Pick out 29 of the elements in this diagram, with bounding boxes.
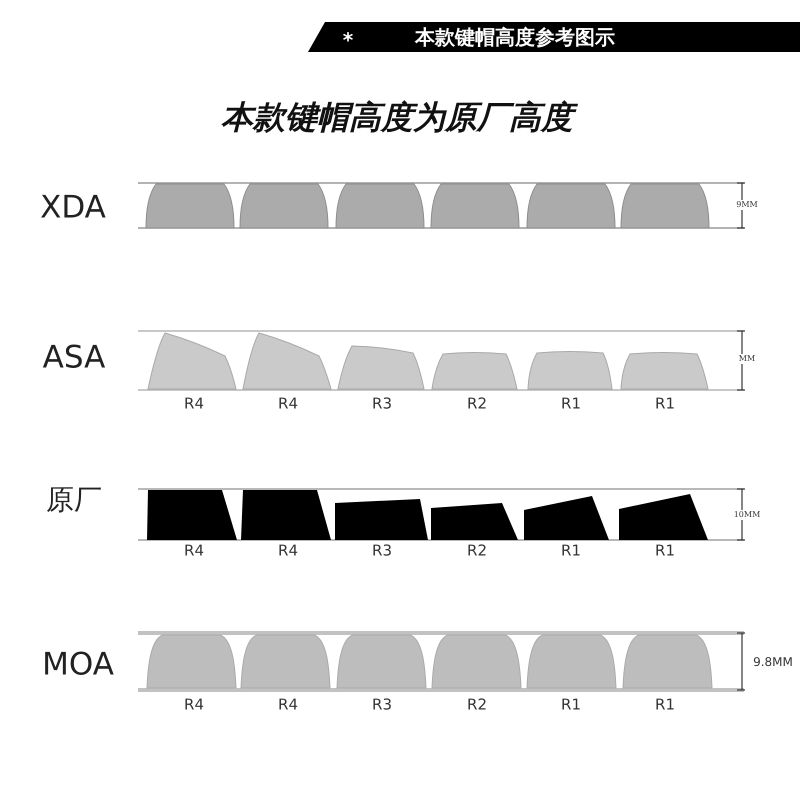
row-label: R4 — [278, 698, 298, 712]
asterisk: * — [342, 30, 354, 50]
row-label: R3 — [372, 698, 392, 712]
banner-title: 本款键帽高度参考图示 — [415, 27, 615, 47]
row-label: R2 — [467, 698, 487, 712]
profile-label: ASA — [42, 342, 106, 374]
heading: 本款键帽高度为原厂高度 — [217, 94, 583, 140]
row-label: R4 — [278, 544, 298, 558]
row-label: R1 — [655, 698, 675, 712]
dimension-label: 9MM — [736, 200, 758, 210]
row-label: R4 — [184, 544, 204, 558]
row-label: R4 — [184, 698, 204, 712]
row-label: R1 — [655, 544, 675, 558]
row-label: R2 — [467, 544, 487, 558]
row-label: R1 — [561, 698, 581, 712]
row-label: R3 — [372, 544, 392, 558]
row-label: R4 — [184, 396, 204, 412]
profile-label: MOA — [42, 650, 114, 680]
dimension-label: 9.8MM — [753, 656, 793, 668]
profile-label: XDA — [40, 192, 106, 224]
row-label: R4 — [278, 396, 298, 412]
dimension-label: 10MM — [734, 510, 760, 520]
row-label: R1 — [655, 396, 675, 412]
dimension-label: MM — [738, 354, 756, 364]
row-label: R1 — [561, 544, 581, 558]
row-label: R3 — [372, 396, 392, 412]
row-label: R1 — [561, 396, 581, 412]
profile-label: 原厂 — [46, 486, 102, 514]
row-label: R2 — [467, 396, 487, 412]
